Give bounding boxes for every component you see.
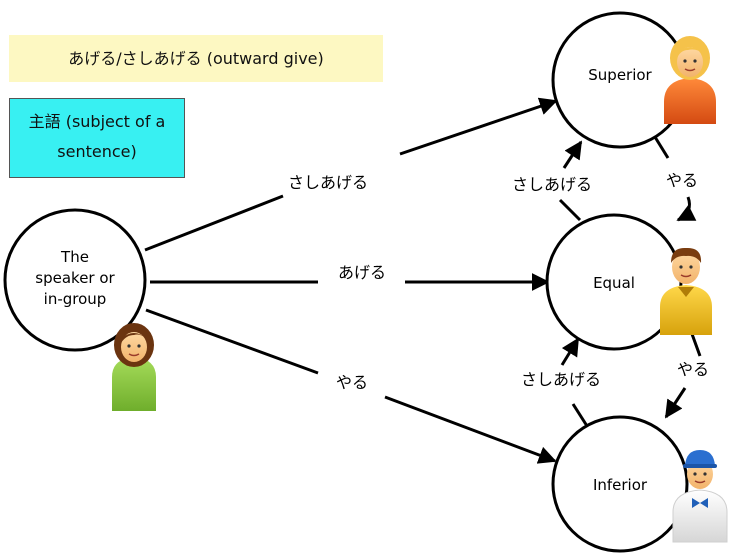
edge-label-to-equal: あげる — [338, 263, 386, 282]
title-label: あげる/さしあげる (outward give) — [9, 35, 383, 82]
edge-inferior-to-equal — [560, 337, 589, 427]
edge-label-to-inferior: やる — [336, 373, 368, 392]
speaker-label-line: in-group — [44, 290, 107, 308]
node-superior: Superior — [551, 11, 689, 149]
node-speaker: The speaker or in-group — [3, 208, 147, 352]
edge-equal-to-superior — [558, 140, 583, 222]
node-speaker-label: The speaker or in-group — [35, 248, 115, 308]
edge-label-inferior-to-equal: さしあげる — [521, 370, 601, 389]
edge-label-equal-to-superior: さしあげる — [512, 175, 592, 194]
edge-superior-to-equal — [653, 136, 697, 222]
node-inferior-label: Inferior — [593, 476, 648, 494]
legend-subject-box: 主語 (subject of a sentence) — [9, 98, 185, 178]
speaker-label-line: speaker or — [35, 269, 115, 287]
man-person-icon — [660, 247, 712, 335]
edge-label-to-superior: さしあげる — [288, 173, 368, 192]
node-superior-label: Superior — [588, 66, 652, 84]
server-person-icon — [672, 450, 728, 543]
edge-to-inferior — [145, 308, 557, 464]
edge-equal-to-inferior — [664, 333, 702, 419]
edge-to-superior — [144, 97, 558, 252]
speaker-label-line: The — [60, 248, 89, 266]
node-equal-label: Equal — [593, 274, 635, 292]
edge-label-superior-to-equal: やる — [666, 171, 698, 190]
node-inferior: Inferior — [551, 415, 689, 553]
edge-label-equal-to-inferior: やる — [677, 360, 709, 379]
woman-person-icon — [112, 323, 156, 411]
blonde-person-icon — [664, 36, 716, 124]
